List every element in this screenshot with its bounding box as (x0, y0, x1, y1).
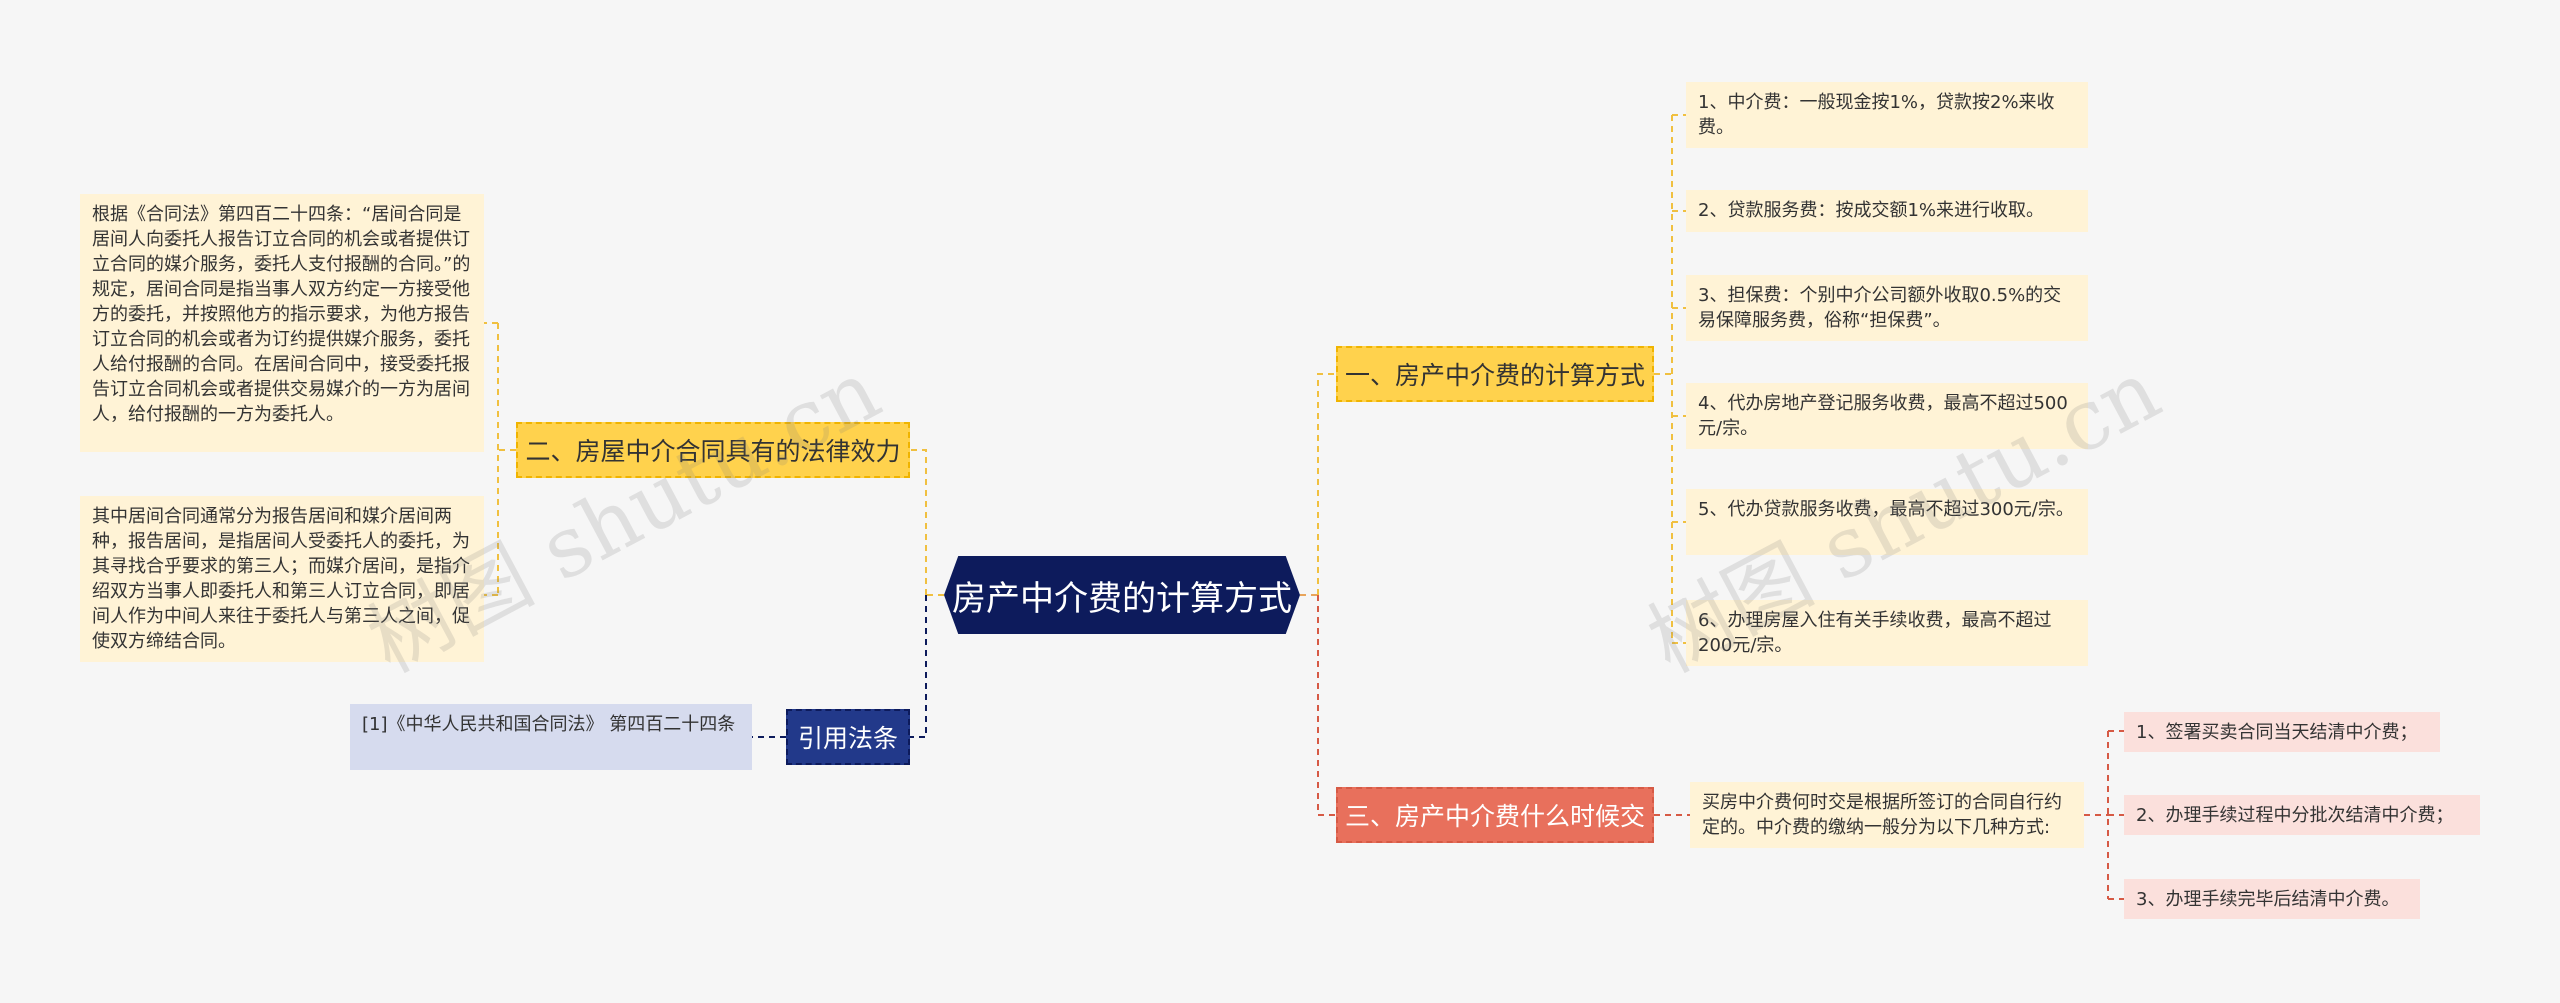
central-topic-label: 房产中介费的计算方式 (952, 578, 1292, 619)
branch-calc-label: 一、房产中介费的计算方式 (1344, 361, 1645, 390)
central-topic[interactable]: 房产中介费的计算方式 (944, 556, 1300, 634)
connector-left-legal (910, 449, 927, 595)
cite-item-1[interactable]: [1]《中华人民共和国合同法》 第四百二十四条 (350, 704, 752, 770)
connector-calc-items (1654, 114, 1686, 644)
calc-item-1[interactable]: 1、中介费：一般现金按1%，贷款按2%来收费。 (1686, 82, 2088, 148)
calc-item-3-text: 3、担保费：个别中介公司额外收取0.5%的交易保障服务费，俗称“担保费”。 (1698, 285, 2062, 331)
legal-item-1-text: 根据《合同法》第四百二十四条：“居间合同是居间人向委托人报告订立合同的机会或者提… (92, 204, 471, 425)
legal-item-2[interactable]: 其中居间合同通常分为报告居间和媒介居间两种，报告居间，是指居间人受委托人的委托，… (80, 496, 484, 662)
cite-item-1-text: [1]《中华人民共和国合同法》 第四百二十四条 (362, 714, 736, 735)
calc-item-6[interactable]: 6、办理房屋入住有关手续收费，最高不超过200元/宗。 (1686, 600, 2088, 666)
when-item-3-text: 3、办理手续完毕后结清中介费。 (2136, 889, 2400, 910)
calc-item-2[interactable]: 2、贷款服务费：按成交额1%来进行收取。 (1686, 190, 2088, 232)
calc-item-1-text: 1、中介费：一般现金按1%，贷款按2%来收费。 (1698, 92, 2055, 138)
branch-when-label: 三、房产中介费什么时候交 (1344, 802, 1645, 831)
connector-right-calc (1317, 373, 1336, 595)
branch-legal[interactable]: 二、房屋中介合同具有的法律效力 (516, 422, 910, 478)
branch-legal-label: 二、房屋中介合同具有的法律效力 (525, 437, 901, 466)
connector-when-items (2084, 730, 2124, 900)
connector-right-when (1317, 595, 1336, 816)
calc-item-3[interactable]: 3、担保费：个别中介公司额外收取0.5%的交易保障服务费，俗称“担保费”。 (1686, 275, 2088, 341)
branch-cite[interactable]: 引用法条 (786, 709, 910, 765)
legal-item-1[interactable]: 根据《合同法》第四百二十四条：“居间合同是居间人向委托人报告订立合同的机会或者提… (80, 194, 484, 452)
when-item-2[interactable]: 2、办理手续过程中分批次结清中介费； (2124, 795, 2480, 835)
branch-calc[interactable]: 一、房产中介费的计算方式 (1336, 346, 1654, 402)
connector-left-cite (910, 595, 927, 738)
when-intro[interactable]: 买房中介费何时交是根据所签订的合同自行约定的。中介费的缴纳一般分为以下几种方式: (1690, 782, 2084, 848)
branch-when[interactable]: 三、房产中介费什么时候交 (1336, 787, 1654, 843)
when-item-3[interactable]: 3、办理手续完毕后结清中介费。 (2124, 879, 2420, 919)
when-item-1-text: 1、签署买卖合同当天结清中介费； (2136, 722, 2418, 743)
calc-item-5-text: 5、代办贷款服务收费，最高不超过300元/宗。 (1698, 499, 2074, 520)
when-item-2-text: 2、办理手续过程中分批次结清中介费； (2136, 805, 2454, 826)
calc-item-4-text: 4、代办房地产登记服务收费，最高不超过500元/宗。 (1698, 393, 2068, 439)
when-intro-text: 买房中介费何时交是根据所签订的合同自行约定的。中介费的缴纳一般分为以下几种方式: (1702, 792, 2062, 838)
legal-item-2-text: 其中居间合同通常分为报告居间和媒介居间两种，报告居间，是指居间人受委托人的委托，… (92, 506, 470, 652)
calc-item-2-text: 2、贷款服务费：按成交额1%来进行收取。 (1698, 200, 2045, 221)
calc-item-6-text: 6、办理房屋入住有关手续收费，最高不超过200元/宗。 (1698, 610, 2052, 656)
connector-legal-items (484, 322, 516, 596)
calc-item-5[interactable]: 5、代办贷款服务收费，最高不超过300元/宗。 (1686, 489, 2088, 555)
branch-cite-label: 引用法条 (797, 724, 898, 753)
calc-item-4[interactable]: 4、代办房地产登记服务收费，最高不超过500元/宗。 (1686, 383, 2088, 449)
when-item-1[interactable]: 1、签署买卖合同当天结清中介费； (2124, 712, 2440, 752)
